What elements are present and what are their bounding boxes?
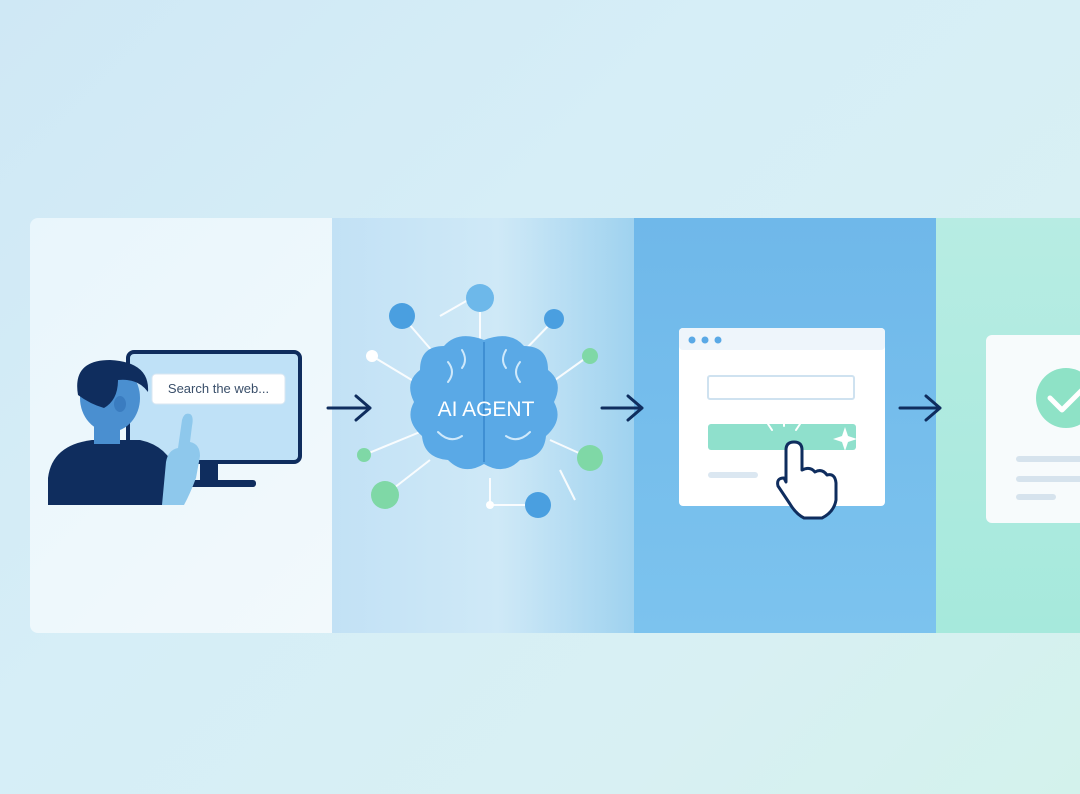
browser-action-button[interactable]: [708, 424, 856, 450]
browser-text-line: [708, 472, 758, 478]
browser-window-icon: [679, 328, 885, 506]
cursor-hand-icon: [776, 440, 838, 520]
result-card: [986, 335, 1080, 523]
search-placeholder-text: Search the web...: [167, 381, 270, 396]
browser-input-field[interactable]: [707, 375, 855, 400]
search-box[interactable]: [151, 373, 286, 405]
checkmark-icon: [1036, 368, 1080, 428]
brain-icon: [410, 336, 558, 470]
ai-agent-label: AI AGENT: [437, 398, 535, 421]
arrow-right-icon: [600, 394, 644, 422]
pointing-hand-icon: [162, 413, 200, 505]
sparkle-icon: [767, 418, 857, 451]
person-icon: [48, 360, 180, 505]
arrow-right-icon: [326, 394, 372, 422]
arrow-right-icon: [898, 394, 942, 422]
